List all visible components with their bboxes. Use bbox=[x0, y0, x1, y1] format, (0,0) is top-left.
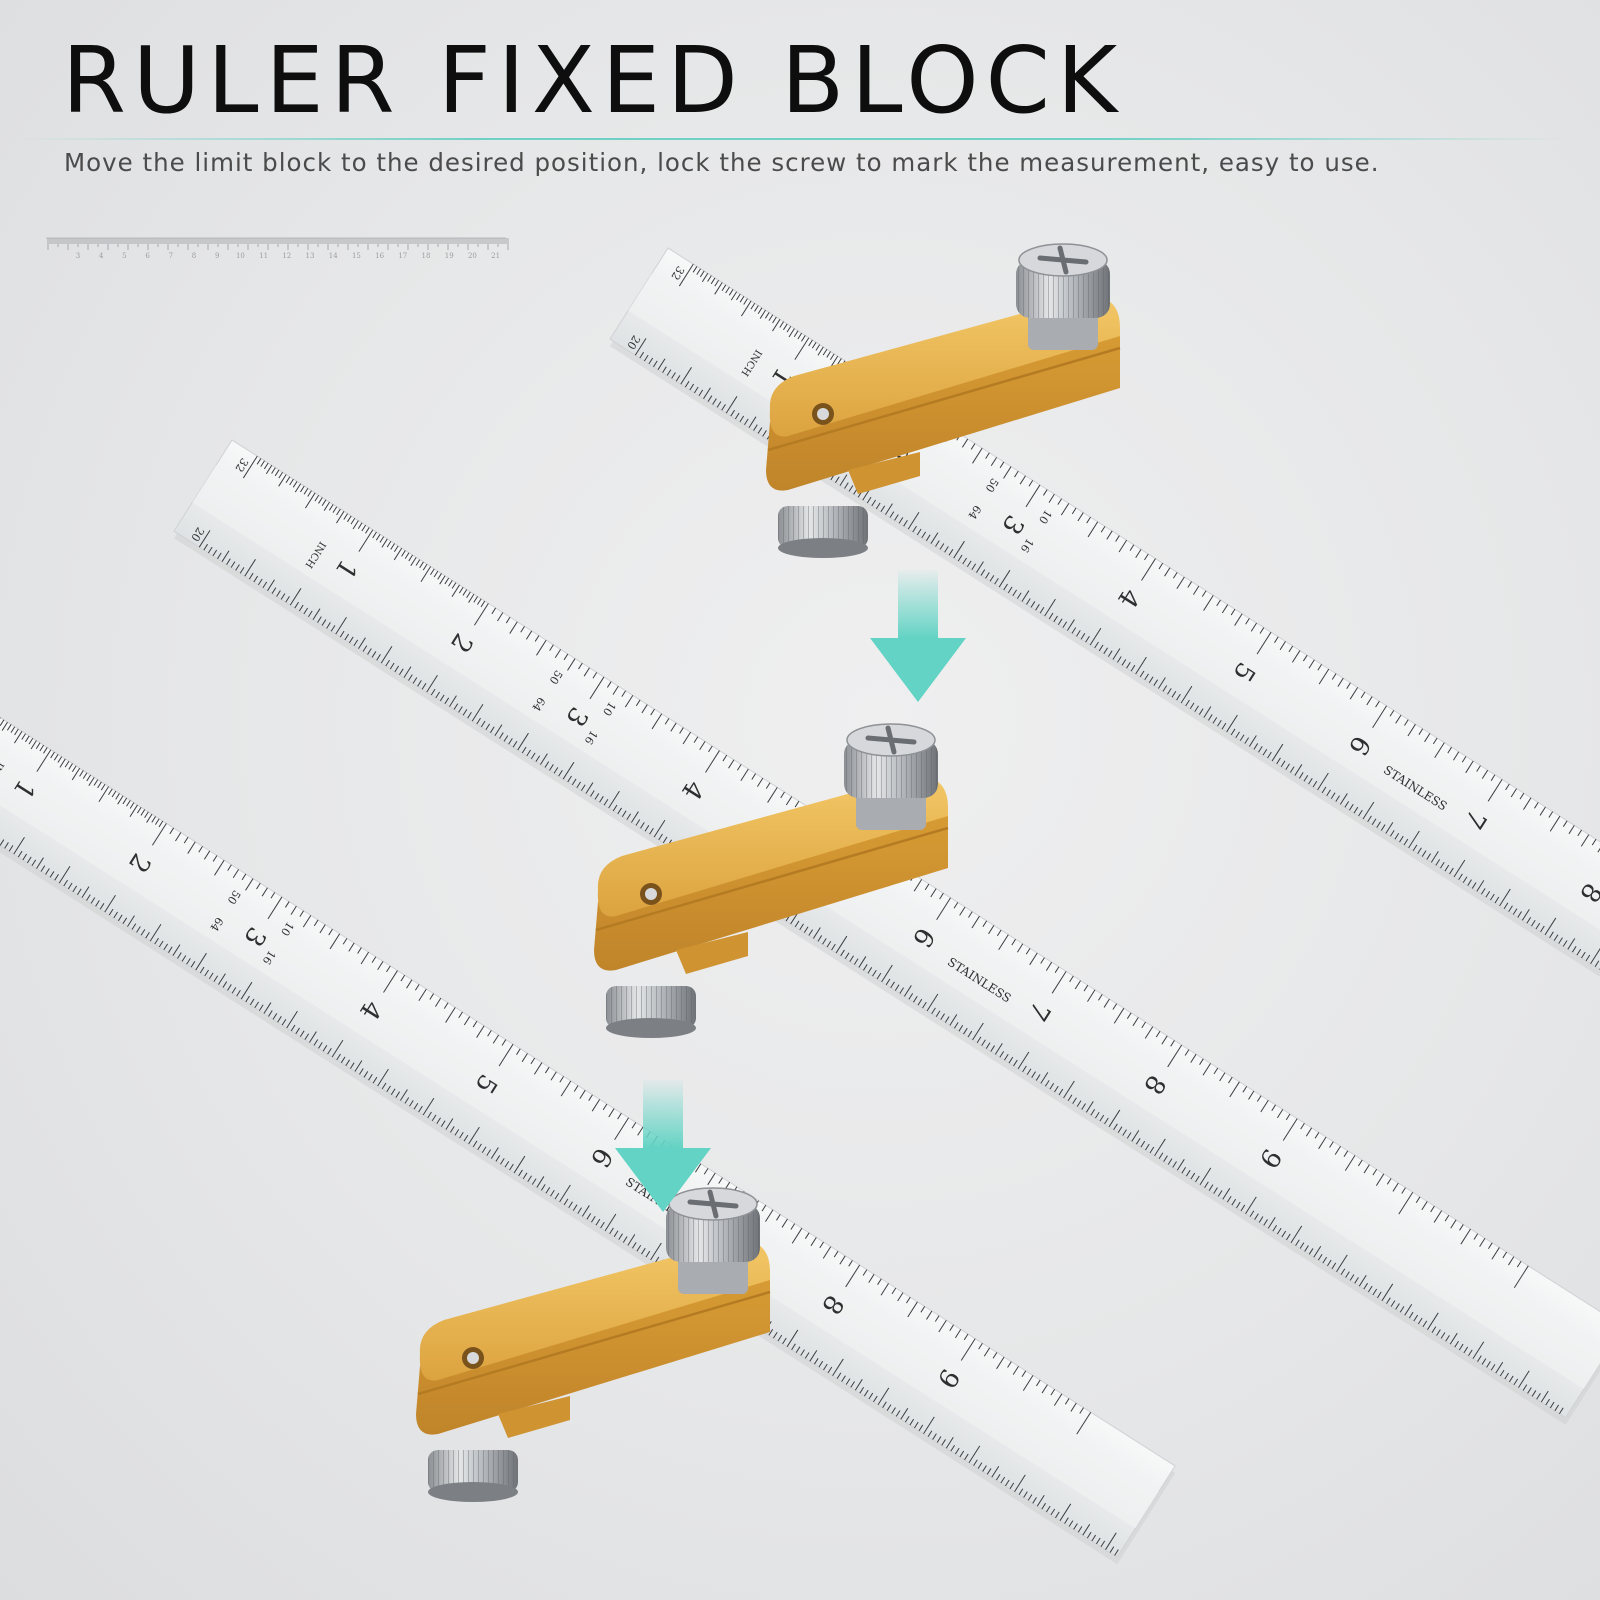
mini-ruler-label: 8 bbox=[192, 252, 196, 260]
ruler-scale-label: 50 bbox=[225, 888, 243, 907]
mini-ruler-label: 16 bbox=[375, 252, 384, 260]
steel-ruler: 3220INCH12345678950641016STAINLESS bbox=[609, 247, 1600, 1260]
ruler-scale-label: 10 bbox=[1036, 507, 1054, 526]
ruler-scale-label: 20 bbox=[624, 333, 642, 352]
mini-ruler-label: 7 bbox=[169, 252, 173, 260]
thumb-screw-icon bbox=[1016, 243, 1110, 350]
ruler-scale-label: 50 bbox=[983, 476, 1001, 495]
mini-ruler-label: 20 bbox=[468, 252, 477, 260]
ruler-scale-label: 10 bbox=[278, 919, 296, 938]
mini-ruler-label: 17 bbox=[398, 252, 407, 260]
knurled-screw-icon bbox=[606, 986, 696, 1038]
thumb-screw-icon bbox=[844, 723, 938, 830]
mini-ruler-label: 15 bbox=[352, 252, 361, 260]
mini-ruler-label: 12 bbox=[282, 252, 291, 260]
mini-ruler: 3 4 5 6 7 8 9 10 11 12 13 14 15 16 17 18 19 20 21 bbox=[46, 237, 509, 260]
arrow-down-icon bbox=[870, 570, 966, 702]
ruler-fixed-block bbox=[594, 723, 949, 1038]
knurled-screw-icon bbox=[778, 506, 868, 558]
mini-ruler-label: 3 bbox=[76, 252, 80, 260]
steel-ruler: 3220INCH12345678950641016STAINLESS bbox=[173, 439, 1600, 1425]
ruler-scale-label: 20 bbox=[188, 525, 206, 544]
ruler-scale-label: 16 bbox=[260, 948, 278, 967]
ruler-fixed-block bbox=[416, 1187, 771, 1502]
mini-ruler-label: 5 bbox=[122, 252, 126, 260]
ruler-scale-label: 50 bbox=[547, 668, 565, 687]
mini-ruler-label: 11 bbox=[259, 252, 268, 260]
title-divider bbox=[16, 138, 1566, 140]
mini-ruler-label: 18 bbox=[422, 252, 431, 260]
mini-ruler-label: 9 bbox=[215, 252, 219, 260]
ruler-scale-label: 64 bbox=[965, 503, 983, 522]
arrow-down-icon bbox=[615, 1080, 711, 1212]
ruler-scale-label: 64 bbox=[207, 915, 225, 934]
mini-ruler-label: 4 bbox=[99, 252, 104, 260]
mini-ruler-label: 14 bbox=[329, 252, 338, 260]
mini-ruler-label: 6 bbox=[145, 252, 150, 260]
mini-ruler-label: 13 bbox=[306, 252, 315, 260]
knurled-screw-icon bbox=[428, 1450, 518, 1502]
mini-ruler-label: 10 bbox=[236, 252, 245, 260]
ruler-fixed-block bbox=[766, 243, 1121, 558]
ruler-scale-label: 16 bbox=[582, 728, 600, 747]
ruler-scale-label: 64 bbox=[529, 695, 547, 714]
ruler-scale-label: 10 bbox=[600, 699, 618, 718]
page-subtitle: Move the limit block to the desired posi… bbox=[64, 148, 1380, 177]
ruler-scale-label: 16 bbox=[1018, 536, 1036, 555]
mini-ruler-label: 19 bbox=[445, 252, 454, 260]
ruler-scale-label: 32 bbox=[668, 264, 686, 283]
thumb-screw-icon bbox=[666, 1187, 760, 1294]
page-title: RULER FIXED BLOCK bbox=[62, 27, 1125, 134]
mini-ruler-label: 21 bbox=[491, 252, 500, 260]
ruler-scale-label: 32 bbox=[232, 456, 250, 475]
